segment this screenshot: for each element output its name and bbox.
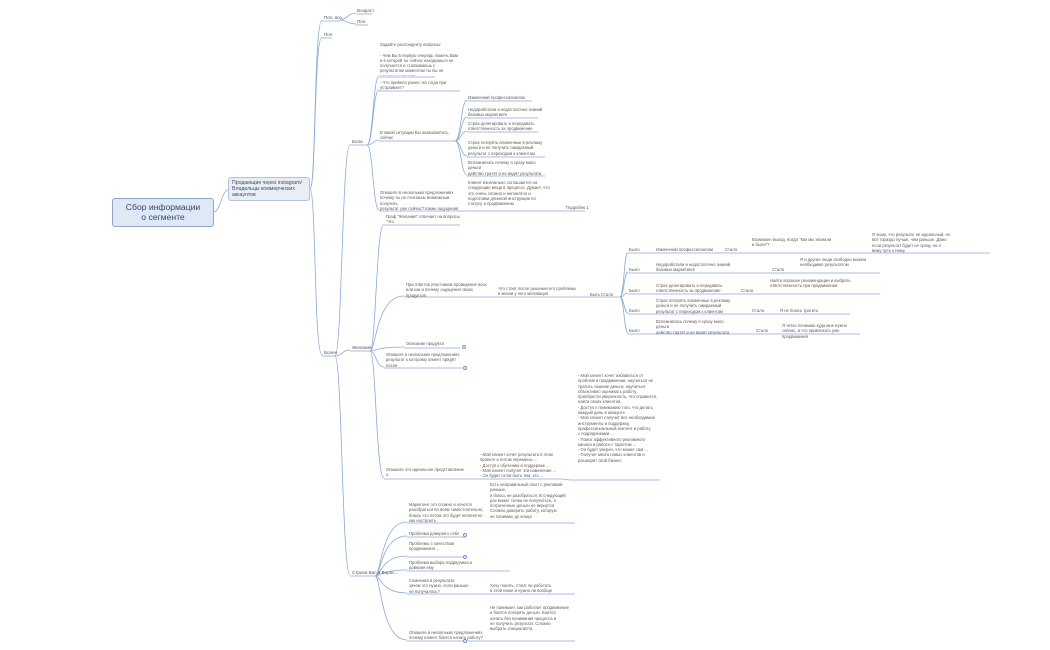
collapse-marker[interactable] [463,639,467,643]
byt-row-3-stalo: Стало [741,288,754,293]
zhelaniya-byt-stalo: Быть Стало [590,292,614,297]
boli-answer-4: Страх потерять вложенные в рекламу деньг… [468,140,543,156]
strahi-question-2: Проблема доверия к себе [409,531,460,536]
byt-row-5-byt: Было [629,328,640,333]
boli-answer-3: Страх делегировать и передавать ответств… [468,121,535,132]
zhelaniya-long: - Мой клиент хочет избавиться от проблем… [578,373,658,463]
strahi-answer-5: Хочу понять, стоит ли работать в этой ни… [490,583,553,594]
branch-age[interactable]: Возраст [357,8,375,13]
byt-row-1-stalo: Стало [725,247,738,252]
main-topic-node[interactable]: Продающие через instagram/ Владельцы ком… [228,177,310,201]
byt-row-2-left: Недоработали и недостаточно знаний базов… [656,262,731,273]
root-node[interactable]: Сбор информации о сегменте [112,198,214,227]
boli-question-3: В какой ситуации Вы оказываетесь сейчас … [380,130,459,141]
byt-row-1-right: Возможен выход. Когда "Как мы звонили и … [752,237,832,248]
byt-row-2-stalo: Стало [772,267,785,272]
collapse-marker[interactable] [463,555,467,559]
boli-question-4: Опишите в нескольких предложениях почему… [380,190,459,211]
boli-tag: Подробно 1 [566,205,589,210]
boli-long-answer: Клиент изначально соглашается на следующ… [468,180,550,207]
branch-strahi[interactable]: Страхи Вас в Ворос... [352,570,399,575]
byt-row-5-stalo: Стало [756,328,769,333]
byt-row-5-right: Я четко понимаю куда мне нужно сейчас, и… [782,323,847,339]
collapse-marker[interactable] [463,533,467,537]
strahi-question-1: Маркетинг это сложно и хочется разобрать… [409,502,484,523]
zhelaniya-question-2: При ответов участников проведение всех и… [406,282,487,298]
byt-row-4-right: Я не боюсь тратить [780,308,819,313]
branch-sex-age[interactable]: Пол, воз [324,15,342,20]
zhelaniya-mid-3: - Мой клиент хочет результата в этом про… [480,452,557,479]
byt-row-3-byt: Было [629,288,640,293]
zhelaniya-question-3: Описание продукта [406,341,444,346]
boli-answer-1: Изменений профессионалом [468,95,525,100]
strahi-question-6: Опишите в нескольких предложениях почему… [409,630,483,641]
byt-row-3-right: Найти хорошие рекомендации и выбрать отв… [770,278,851,289]
strahi-question-5: Сомнения в результате: зачем это нужно, … [409,578,469,594]
boli-question-2: - Что привело ранее, на тогда при устраи… [380,80,447,91]
branch-boli[interactable]: Боли [352,139,363,144]
byt-row-4-byt: Было [629,308,640,313]
strahi-answer-1: Есть неправильный опыт с рекламой раньше… [490,482,566,519]
byt-row-4-stalo: Стало [752,308,765,313]
byt-row-2-right: Я и другие люди свободно можем необходим… [800,257,866,268]
zhelaniya-question-5: Опишите это идеальное представление о пр… [386,467,464,478]
byt-row-5-left: Вспомнились почему я сразу мало деньги д… [656,319,730,334]
strahi-question-4: Проблема выбора подрядчика и доверия ему [409,560,473,571]
collapse-marker[interactable] [462,345,466,349]
boli-answer-2: Недоработали и недостаточно знаний базов… [468,107,543,118]
branch-pol[interactable]: Пол [324,32,333,37]
branch-bolee[interactable]: Более [324,350,338,355]
byt-row-1-left: Изменений профессионалом [656,247,713,252]
collapse-marker[interactable] [463,366,467,370]
branch-sex[interactable]: Пол [357,19,366,24]
zhelaniya-question-4: Опишите в нескольких предложениях резуль… [386,352,460,368]
boli-answer-5: Вспомнились почему я сразу мало деньги д… [468,160,542,176]
connector-lines [213,12,990,642]
byt-row-1-byt: Было [629,247,640,252]
zhelaniya-mid-1: Что стоит после решения его проблемы и ж… [498,286,576,297]
byt-row-4-left: Страх потерять вложенные в рекламу деньг… [656,298,731,314]
byt-row-2-byt: Было [629,267,640,272]
strahi-answer-6: Не понимает, как работает продвижение и … [490,605,569,632]
strahi-question-3: Проблемы с качеством продвижения ... [409,541,455,552]
byt-row-3-left: Страх делегировать и передавать ответств… [656,283,723,294]
boli-question-1: Задайте респонденту вопросы: - Чем Вы в … [380,42,458,76]
branch-zhelaniya[interactable]: Желания [352,345,372,350]
zhelaniya-question-1: Граф "Желания" отвечает на вопросы "что … [386,214,460,225]
zhelaniya-far-right: Я знаю, что результат не идеальный, но в… [872,232,951,253]
